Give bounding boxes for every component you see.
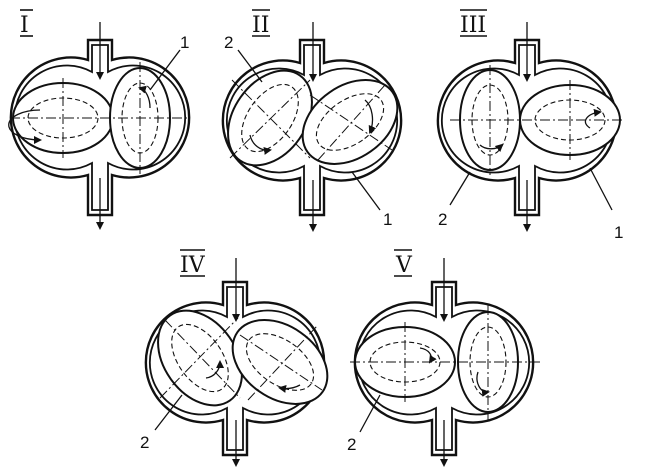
rotor-left [227, 69, 313, 167]
stage-I: I 1 [8, 9, 191, 230]
stage-II: II 2 1 [221, 9, 403, 232]
pump-chamber-fluid [13, 44, 187, 211]
stage-III: III 2 1 [436, 9, 625, 242]
pump-casing [9, 38, 191, 217]
part-label-2: 2 [140, 433, 149, 452]
part-label-2: 2 [438, 210, 447, 229]
stage-V: V 2 [347, 249, 540, 467]
part-label-1: 1 [614, 223, 623, 242]
part-label-1: 1 [383, 210, 392, 229]
stage-label-III: III [460, 13, 486, 38]
part-label-1: 1 [180, 33, 189, 52]
rotor-right [301, 79, 399, 165]
stage-label-II: II [252, 13, 269, 38]
part-label-2: 2 [347, 435, 356, 454]
stage-label-V: V [395, 253, 413, 278]
stage-label-IV: IV [180, 253, 206, 278]
part-label-2: 2 [224, 33, 233, 52]
stage-label-I: I [20, 13, 29, 38]
stage-IV: IV 2 [140, 249, 329, 467]
